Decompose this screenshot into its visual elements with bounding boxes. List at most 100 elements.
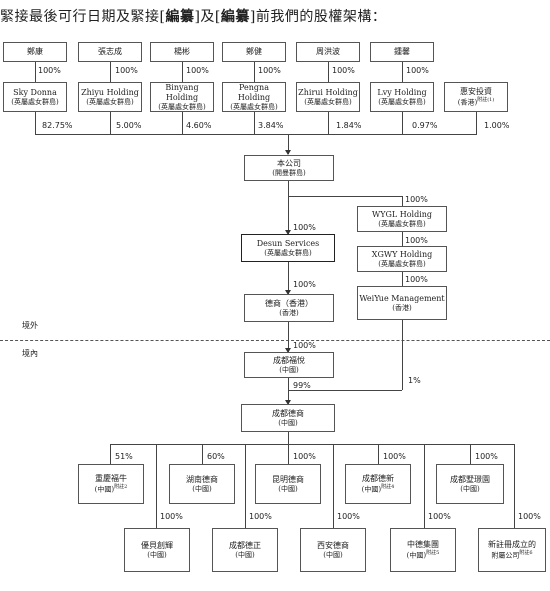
entity-place: (中國): [279, 365, 299, 374]
shareholder-name: 楊彬: [174, 47, 190, 56]
pct-label: 100%: [475, 452, 498, 461]
shareholder-zhengjian: 鄭健: [222, 42, 286, 62]
sub-chongqing-funiu: 重慶福牛(中國)附註2: [78, 464, 144, 504]
sub-chengdu-shujingyuan: 成都墅璟園(中國): [436, 464, 504, 504]
sub-hunan-deshang: 湖南德商(中國): [169, 464, 235, 504]
pct-label: 100%: [293, 452, 316, 461]
entity-place: (香港)附註(1): [457, 96, 495, 107]
heading-redacted-1: 編纂: [165, 9, 195, 25]
pct-label: 100%: [405, 275, 428, 284]
holdco-sky-donna: Sky Donna(英屬處女群島): [3, 82, 67, 112]
entity-place: (中國): [460, 484, 480, 493]
pct-label: 100%: [115, 66, 138, 75]
holdco-binyang: Binyang Holding(英屬處女群島): [150, 82, 214, 112]
entity-place: (中國): [235, 550, 255, 559]
entity-name: Pengna Holding: [237, 82, 271, 102]
entity-name: Zhiyu Holding: [81, 87, 139, 97]
entity-place: (中國)附註5: [406, 549, 440, 560]
pct-label: 0.97%: [412, 121, 438, 130]
holdco-huian: 惠安投資(香港)附註(1): [444, 82, 508, 112]
pct-label: 1.84%: [336, 121, 362, 130]
entity-place: (香港): [279, 308, 299, 317]
note-ref: 附註(1): [477, 96, 495, 103]
note-ref: 附註6: [519, 549, 533, 556]
entity-place: (中國): [278, 418, 298, 427]
entity-name: Desun Services: [256, 238, 320, 248]
entity-name: 惠安投資: [460, 86, 492, 96]
fuyue-box: 成都福悅(中國): [244, 352, 334, 378]
entity-name: Lvy Holding: [377, 87, 427, 97]
entity-name: XGWY Holding: [371, 249, 433, 259]
pct-label: 100%: [293, 280, 316, 289]
pct-label: 100%: [160, 512, 183, 521]
heading-text-1: 緊接最後可行日期及緊接[: [0, 9, 166, 25]
entity-place: (英屬處女群島): [264, 248, 312, 257]
pct-label: 100%: [383, 452, 406, 461]
heading-redacted-2: 編纂: [220, 9, 250, 25]
entity-place: (香港): [392, 303, 412, 312]
heading-text-3: ]前我們的股權架構：: [249, 9, 387, 25]
shareholder-zhongxin: 鍾馨: [370, 42, 434, 62]
pct-label: 100%: [249, 512, 272, 521]
shareholder-zhengkang: 鄭康: [3, 42, 67, 62]
entity-name: 重慶福牛: [95, 473, 127, 483]
weiyue-management-box: WeiYue Management(香港): [357, 286, 447, 320]
entity-name: 本公司: [277, 158, 301, 168]
entity-place: (中國)附註4: [361, 483, 395, 494]
note-ref: 附註2: [114, 483, 128, 490]
shareholder-zhangzhicheng: 張志成: [78, 42, 142, 62]
shareholder-name: 鄭健: [246, 47, 262, 56]
heading-text-2: ]及[: [194, 9, 221, 25]
pct-label: 100%: [405, 236, 428, 245]
entity-name: 德商（香港）: [265, 298, 313, 308]
pct-label: 100%: [186, 66, 209, 75]
entity-place: (中國)附註2: [94, 483, 128, 494]
entity-name: 優貝創輝: [141, 540, 173, 550]
desun-services-box: Desun Services(英屬處女群島): [241, 234, 335, 262]
entity-place: (英屬處女群島): [378, 219, 426, 228]
entity-place: (英屬處女群島): [230, 102, 278, 111]
note-ref: 附註4: [381, 483, 395, 490]
entity-place: (英屬處女群島): [378, 259, 426, 268]
pct-label: 100%: [405, 195, 428, 204]
entity-place: (英屬處女群島): [304, 97, 352, 106]
pct-label: 3.84%: [258, 121, 284, 130]
border-line: [0, 340, 550, 341]
sub-youbei-chuanghui: 優貝創輝(中國): [124, 528, 190, 572]
entity-place: (英屬處女群島): [158, 102, 206, 111]
pct-label: 100%: [337, 512, 360, 521]
entity-name: 成都墅璟園: [450, 474, 490, 484]
xgwy-holding-box: XGWY Holding(英屬處女群島): [357, 246, 447, 272]
entity-place: (中國): [147, 550, 167, 559]
shareholder-name: 張志成: [98, 47, 122, 56]
entity-name: Sky Donna: [13, 87, 57, 97]
holdco-pengna: Pengna Holding(英屬處女群島): [222, 82, 286, 112]
entity-name: 湖南德商: [186, 474, 218, 484]
pct-label: 100%: [38, 66, 61, 75]
entity-name: Binyang Holding: [165, 82, 199, 102]
pct-label: 100%: [258, 66, 281, 75]
entity-place: (中國): [278, 484, 298, 493]
deshang-hk-box: 德商（香港）(香港): [244, 294, 334, 322]
sub-chengdu-dezheng: 成都德正(中國): [212, 528, 278, 572]
pct-label: 100%: [293, 341, 316, 350]
entity-name: Zhirui Holding: [298, 87, 358, 97]
entity-place: (英屬處女群島): [86, 97, 134, 106]
entity-name: 成都德商: [272, 408, 304, 418]
entity-name: 成都德新: [362, 473, 394, 483]
entity-name: 成都德正: [229, 540, 261, 550]
pct-label: 100%: [428, 512, 451, 521]
entity-name: 中德集團: [407, 539, 439, 549]
pct-label: 4.60%: [186, 121, 212, 130]
pct-label: 1%: [408, 376, 421, 385]
entity-place: (英屬處女群島): [378, 97, 426, 106]
sub-zhongde-group: 中德集團(中國)附註5: [390, 528, 456, 572]
entity-place: 附屬公司附註6: [491, 549, 533, 560]
pct-label: 100%: [293, 223, 316, 232]
pct-label: 100%: [406, 66, 429, 75]
shareholder-name: 鄭康: [27, 47, 43, 56]
shareholder-yangbin: 楊彬: [150, 42, 214, 62]
entity-name: 昆明德商: [272, 474, 304, 484]
pct-label: 1.00%: [484, 121, 510, 130]
entity-place: (中國): [323, 550, 343, 559]
